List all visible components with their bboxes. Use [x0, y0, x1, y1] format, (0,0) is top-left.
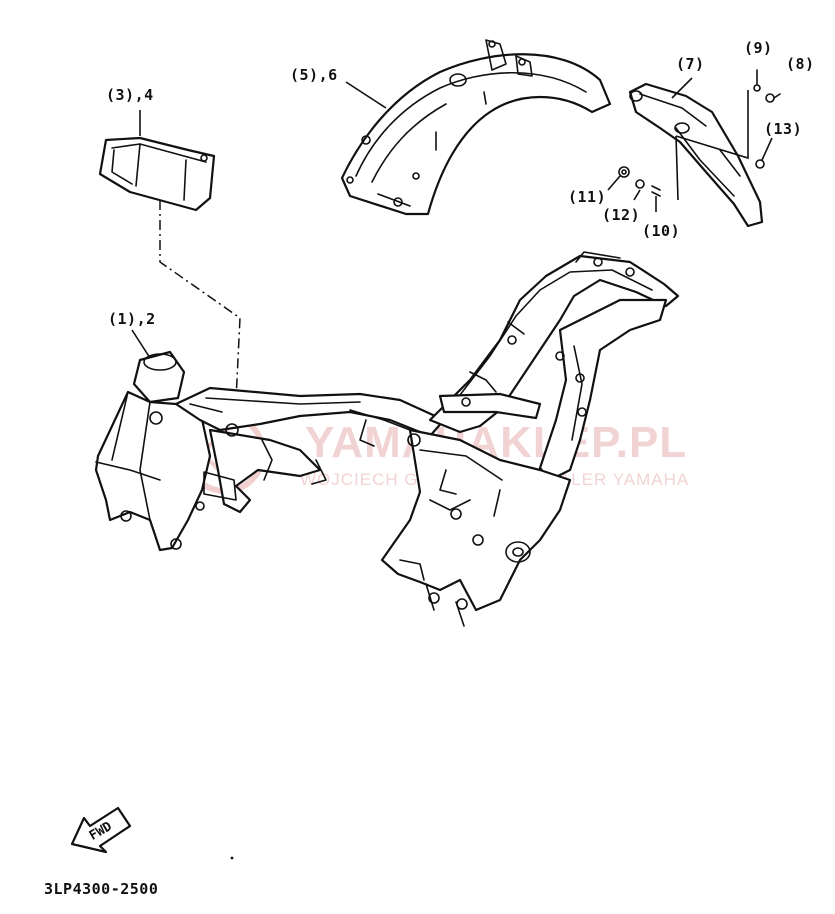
- fastener-12: [635, 179, 645, 189]
- diagram-part-number: 3LP4300-2500: [44, 880, 159, 898]
- part-cover-3: [98, 136, 216, 212]
- fastener-11: [618, 166, 630, 178]
- part-rear-fender-5: [340, 39, 612, 216]
- callout-7: (7): [676, 55, 705, 73]
- callout-11: (11): [568, 188, 607, 206]
- callout-10: (10): [642, 222, 681, 240]
- callout-1-2: (1),2: [108, 310, 156, 328]
- callout-9: (9): [744, 39, 773, 57]
- fastener-8: [765, 93, 781, 103]
- callout-8: (8): [786, 55, 815, 73]
- fwd-arrow-icon: [70, 806, 132, 854]
- callout-3-4: (3),4: [106, 86, 154, 104]
- fastener-13: [755, 159, 765, 169]
- fastener-9: [753, 69, 761, 92]
- callout-5-6: (5),6: [290, 66, 338, 84]
- fastener-10: [651, 185, 661, 197]
- part-frame-1: [94, 251, 680, 627]
- callout-13: (13): [764, 120, 803, 138]
- callout-12: (12): [602, 206, 641, 224]
- part-rear-flap-7: [628, 82, 764, 228]
